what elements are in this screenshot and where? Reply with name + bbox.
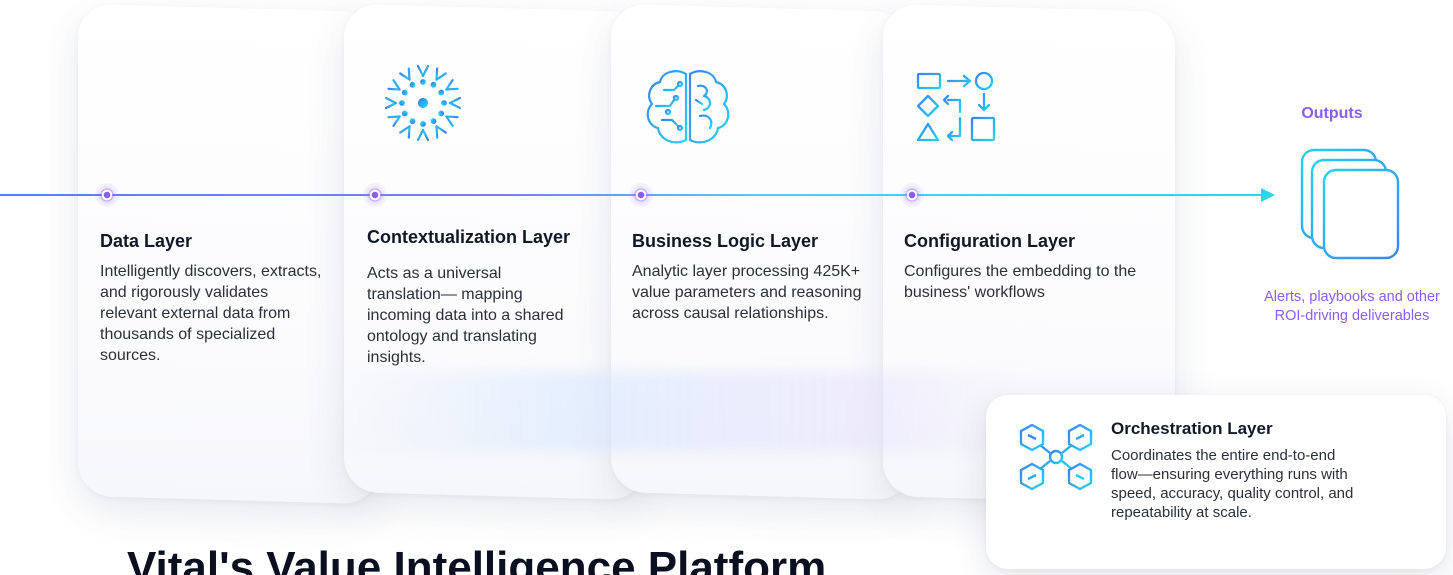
business-logic-layer-text: Business Logic Layer Analytic layer proc… xyxy=(632,229,862,324)
shapes-flow-icon xyxy=(916,71,996,142)
data-layer-text: Data Layer Intelligently discovers, extr… xyxy=(100,229,322,366)
outputs-label: Outputs xyxy=(1301,105,1363,122)
flow-node-configuration xyxy=(900,183,924,207)
flow-node-data xyxy=(95,183,119,207)
contextualization-layer-text: Contextualization Layer Acts as a univer… xyxy=(367,225,577,368)
configuration-layer-text: Configuration Layer Configures the embed… xyxy=(904,229,1144,303)
data-lines-icon xyxy=(118,67,204,141)
orchestration-layer-description: Coordinates the entire end-to-end flow—e… xyxy=(1111,447,1354,521)
glow-haze xyxy=(330,372,1030,452)
flow-node-contextualization xyxy=(363,183,387,207)
contextualization-layer-description: Acts as a universal translation— mapping… xyxy=(367,265,564,366)
brain-circuit-icon xyxy=(646,70,730,144)
orchestration-layer-card xyxy=(986,395,1446,569)
configuration-layer-title: Configuration Layer xyxy=(904,231,1076,251)
data-layer-title: Data Layer xyxy=(100,231,193,251)
business-logic-layer-title: Business Logic Layer xyxy=(632,231,819,251)
data-layer-description: Intelligently discovers, extracts, and r… xyxy=(100,263,322,364)
configuration-layer-description: Configures the embedding to the business… xyxy=(904,263,1137,301)
business-logic-layer-description: Analytic layer processing 425K+ value pa… xyxy=(632,263,862,322)
stacked-documents-icon xyxy=(1300,148,1400,260)
hexagon-network-icon xyxy=(1019,423,1093,491)
flow-node-business-logic xyxy=(629,183,653,207)
contextualization-layer-title: Contextualization Layer xyxy=(367,227,571,247)
orchestration-layer-text: Orchestration Layer Coordinates the enti… xyxy=(1111,418,1361,522)
starburst-network-icon xyxy=(384,64,462,142)
orchestration-layer-title: Orchestration Layer xyxy=(1111,419,1273,438)
outputs-description: Alerts, playbooks and other ROI-driving … xyxy=(1264,289,1440,324)
platform-title: Vital's Value Intelligence Platform xyxy=(127,543,827,575)
flow-arrowhead xyxy=(1261,188,1275,202)
